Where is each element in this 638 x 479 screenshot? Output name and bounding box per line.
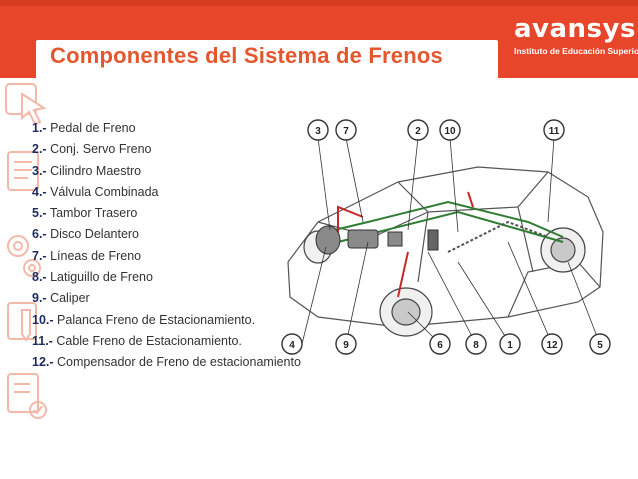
callout-8: 8 <box>465 333 487 355</box>
svg-text:1: 1 <box>507 340 513 351</box>
callout-7: 7 <box>335 119 357 141</box>
item-label: Compensador de Freno de estacionamiento <box>57 355 301 370</box>
svg-text:4: 4 <box>289 340 295 351</box>
svg-text:9: 9 <box>343 340 349 351</box>
svg-text:10: 10 <box>444 126 456 137</box>
item-label: Palanca Freno de Estacionamiento. <box>57 312 256 327</box>
list-item: 2.- Conj. Servo Freno <box>32 139 301 160</box>
title-box <box>36 40 498 78</box>
list-item: 5.- Tambor Trasero <box>32 203 301 224</box>
item-number: 9.- <box>32 291 47 306</box>
list-item: 1.- Pedal de Freno <box>32 118 301 139</box>
checklist-icon <box>7 373 47 419</box>
svg-text:6: 6 <box>437 340 443 351</box>
item-label: Cable Freno de Estacionamiento. <box>56 333 242 348</box>
item-label: Válvula Combinada <box>50 184 159 199</box>
item-number: 8.- <box>32 270 47 285</box>
page-title: Componentes del Sistema de Frenos <box>50 43 443 68</box>
item-number: 1.- <box>32 121 47 135</box>
item-number: 7.- <box>32 248 47 263</box>
svg-text:7: 7 <box>343 126 349 137</box>
item-label: Cilindro Maestro <box>50 163 142 178</box>
item-label: Disco Delantero <box>50 227 140 242</box>
list-item: 6.- Disco Delantero <box>32 224 301 245</box>
list-item: 7.- Líneas de Freno <box>32 246 301 267</box>
parts-list: 1.- Pedal de Freno 2.- Conj. Servo Freno… <box>32 118 301 374</box>
item-label: Tambor Trasero <box>49 206 138 221</box>
callout-2: 2 <box>407 119 429 141</box>
side-icons <box>5 83 47 419</box>
callout-4: 4 <box>281 333 303 355</box>
callout-5: 5 <box>589 333 611 355</box>
svg-text:12: 12 <box>546 340 558 351</box>
item-number: 4.- <box>32 184 47 199</box>
callout-12: 12 <box>541 333 563 355</box>
svg-text:11: 11 <box>549 126 560 137</box>
leader-lines <box>301 137 601 345</box>
item-label: Pedal de Freno <box>50 121 136 135</box>
header-stripe <box>0 0 638 6</box>
svg-text:5: 5 <box>597 340 603 351</box>
item-label: Conj. Servo Freno <box>50 142 152 157</box>
item-number: 11.- <box>32 333 53 348</box>
list-item: 10.- Palanca Freno de Estacionamiento. <box>32 310 301 331</box>
item-label: Líneas de Freno <box>50 248 142 263</box>
brand-subtitle: Instituto de Educación Superior <box>514 46 638 56</box>
item-number: 2.- <box>32 142 47 157</box>
svg-text:3: 3 <box>315 126 321 137</box>
list-icon <box>7 151 39 191</box>
callout-9: 9 <box>335 333 357 355</box>
item-number: 12.- <box>32 355 54 370</box>
brake-system-diagram: 3 7 2 10 11 4 9 6 8 1 12 5 <box>281 119 611 355</box>
pencil-icon <box>7 302 37 342</box>
brand-logo: avansys <box>514 14 636 44</box>
item-number: 10.- <box>32 312 54 327</box>
cursor-icon <box>5 83 47 126</box>
callout-3: 3 <box>307 119 329 141</box>
callout-11: 11 <box>543 119 565 141</box>
list-item: 8.- Latiguillo de Freno <box>32 267 301 288</box>
list-item: 4.- Válvula Combinada <box>32 182 301 203</box>
list-item: 9.- Caliper <box>32 288 301 309</box>
item-label: Latiguillo de Freno <box>50 270 153 285</box>
item-number: 5.- <box>32 206 47 221</box>
rear-wheel <box>540 227 586 273</box>
list-item: 12.- Compensador de Freno de estacionami… <box>32 352 301 373</box>
svg-text:2: 2 <box>415 126 421 137</box>
settings-icon <box>7 235 41 277</box>
callout-6: 6 <box>429 333 451 355</box>
callout-10: 10 <box>439 119 461 141</box>
item-number: 3.- <box>32 163 47 178</box>
brake-booster <box>315 225 439 255</box>
svg-text:8: 8 <box>473 340 479 351</box>
list-item: 11.- Cable Freno de Estacionamiento. <box>32 331 301 352</box>
list-item: 3.- Cilindro Maestro <box>32 161 301 182</box>
front-wheel <box>379 287 433 337</box>
item-label: Caliper <box>50 291 90 306</box>
callout-1: 1 <box>499 333 521 355</box>
item-number: 6.- <box>32 227 47 242</box>
